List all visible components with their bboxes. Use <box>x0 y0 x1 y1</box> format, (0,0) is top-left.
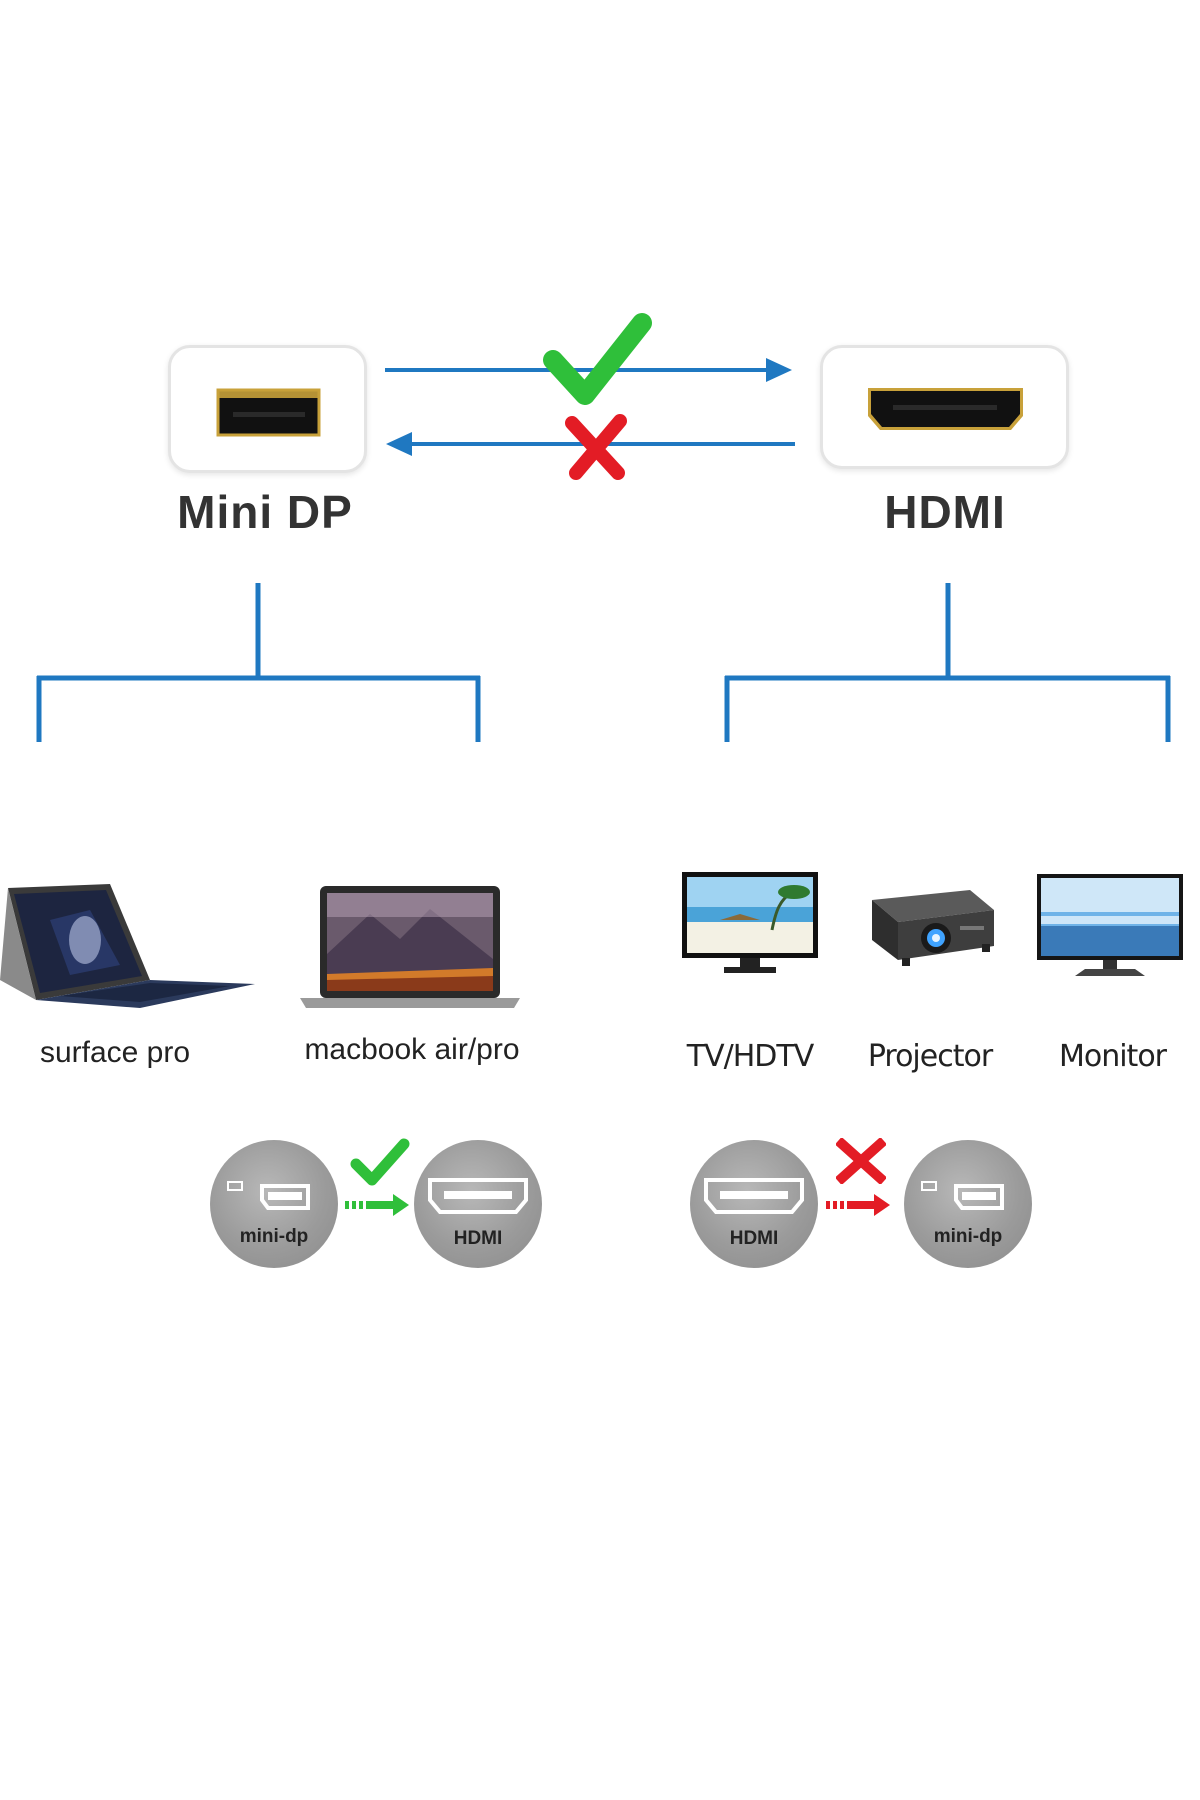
hdmi-port-icon <box>704 1178 804 1214</box>
mini-dp-connector-icon <box>216 388 321 437</box>
conversion-1-from-circle: mini-dp <box>210 1140 338 1268</box>
conversion-2-arrow <box>826 1194 890 1216</box>
mini-dp-title: Mini DP <box>177 486 353 538</box>
conversion-2-from-circle: HDMI <box>690 1140 818 1268</box>
device-label-macbook: macbook air/pro <box>304 1033 520 1066</box>
conversion-2-to-label: mini-dp <box>933 1226 1003 1247</box>
mini-dp-port-icon <box>921 1181 1004 1210</box>
target-tree-connector <box>724 583 1171 742</box>
reverse-arrowhead <box>386 432 412 456</box>
hdmi-connector-icon <box>868 388 1023 430</box>
source-tree-connector <box>36 583 481 742</box>
tv-icon <box>682 872 818 973</box>
conversion-1-to-circle: HDMI <box>414 1140 542 1268</box>
conversion-2-to-circle: mini-dp <box>904 1140 1032 1268</box>
monitor-icon <box>1037 874 1183 976</box>
conversion-1-arrow <box>345 1194 409 1216</box>
conversion-1-to-label: HDMI <box>453 1228 503 1249</box>
conversion-2-from-label: HDMI <box>729 1228 779 1249</box>
green-check-icon <box>543 313 652 405</box>
device-label-surface-pro: surface pro <box>39 1036 191 1069</box>
conversion-1-from-label: mini-dp <box>239 1226 309 1247</box>
hdmi-port-box <box>820 345 1069 469</box>
device-label-tv: TV/HDTV <box>686 1039 814 1074</box>
mini-dp-port-box <box>168 345 367 473</box>
red-x-icon <box>836 1138 886 1184</box>
mini-dp-port-icon <box>227 1181 310 1210</box>
hdmi-port-icon <box>428 1178 528 1214</box>
device-label-projector: Projector <box>867 1039 993 1074</box>
green-check-icon <box>350 1138 410 1186</box>
surface-pro-icon <box>0 884 255 1008</box>
hdmi-title: HDMI <box>884 486 1006 538</box>
device-label-monitor: Monitor <box>1058 1039 1167 1074</box>
forward-arrowhead <box>766 358 792 382</box>
macbook-icon <box>300 886 520 1008</box>
projector-icon <box>872 890 994 966</box>
red-x-icon <box>565 414 627 480</box>
